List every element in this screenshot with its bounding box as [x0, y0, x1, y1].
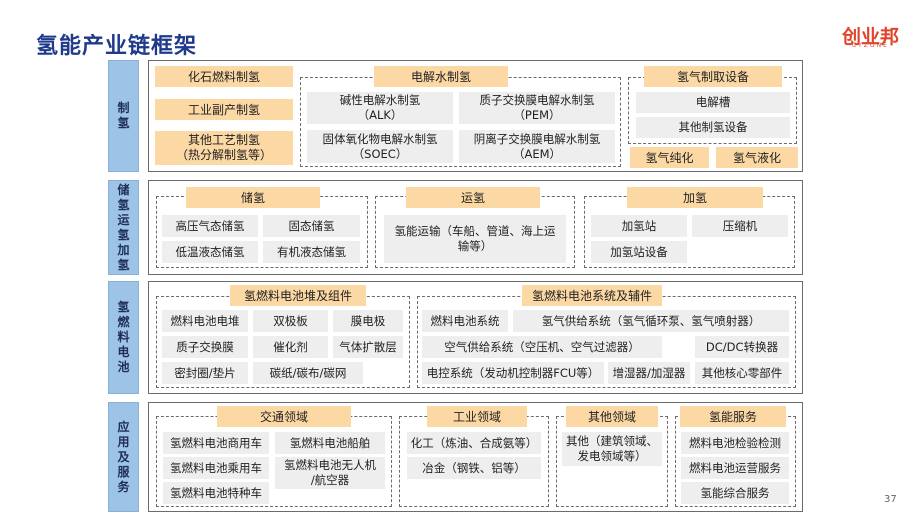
item-fc-stack: 燃料电池电堆	[162, 310, 248, 332]
item-air-supply: 空气供给系统（空压机、空气过滤器）	[422, 336, 662, 358]
page-title: 氢能产业链框架	[36, 34, 198, 59]
item-refuel-equipment: 加氢站设备	[591, 241, 687, 263]
item-pem: 质子交换膜电解水制氢 （PEM）	[459, 92, 615, 124]
item-industrial-byproduct: 工业副产制氢	[155, 99, 293, 120]
item-ship: 氢燃料电池船舶	[275, 432, 385, 454]
item-bipolar-plate: 双极板	[253, 310, 328, 332]
header-stack: 氢燃料电池堆及组件	[230, 285, 366, 306]
item-compressor: 压缩机	[692, 215, 788, 237]
item-low-temp-liquid: 低温液态储氢	[162, 241, 258, 263]
item-testing: 燃料电池检验检测	[681, 432, 789, 454]
item-integrated-service: 氢能综合服务	[681, 482, 789, 504]
item-refuel-station: 加氢站	[591, 215, 687, 237]
logo-subtitle: CYZONE	[852, 42, 889, 49]
item-soec: 固体氧化物电解水制氢 （SOEC）	[307, 130, 453, 163]
row-label-production: 制氢	[108, 60, 139, 172]
item-alk: 碱性电解水制氢 （ALK）	[307, 92, 453, 124]
logo: 创业邦	[842, 26, 900, 48]
item-fc-system: 燃料电池系统	[422, 310, 508, 332]
item-commercial-vehicle: 氢燃料电池商用车	[163, 432, 269, 454]
item-metallurgy: 冶金（钢铁、铝等）	[407, 457, 541, 479]
item-hydrogen-supply: 氢气供给系统（氢气循环泵、氢气喷射器）	[513, 310, 789, 332]
page-number: 37	[884, 494, 897, 505]
item-pem-membrane: 质子交换膜	[162, 336, 248, 358]
item-mea: 膜电极	[333, 310, 403, 332]
item-other-fields: 其他（建筑领域、 发电领域等）	[562, 432, 662, 466]
header-electrolysis: 电解水制氢	[374, 66, 508, 87]
header-service: 氢能服务	[680, 406, 786, 427]
item-other-process: 其他工艺制氢 （热分解制氢等）	[155, 131, 293, 165]
item-organic-liquid: 有机液态储氢	[263, 241, 360, 263]
item-special-vehicle: 氢燃料电池特种车	[163, 482, 269, 504]
item-fossil-hydrogen: 化石燃料制氢	[155, 66, 293, 87]
item-aem: 阴离子交换膜电解水制氢 （AEM）	[459, 130, 615, 163]
item-chemical: 化工（炼油、合成氨等）	[407, 432, 541, 454]
item-passenger-vehicle: 氢燃料电池乘用车	[163, 457, 269, 479]
header-industry: 工业领域	[427, 406, 527, 427]
item-other-core-parts: 其他核心零部件	[695, 362, 789, 384]
item-humidifier: 增湿器/加湿器	[608, 362, 690, 384]
item-solid-state: 固态储氢	[263, 215, 360, 237]
item-seal-gasket: 密封圈/垫片	[162, 362, 248, 384]
item-liquefaction: 氢气液化	[716, 147, 798, 168]
item-catalyst: 催化剂	[253, 336, 328, 358]
item-high-pressure-gas: 高压气态储氢	[162, 215, 258, 237]
item-hydrogen-transport: 氢能运输（车船、管道、海上运输等）	[384, 215, 566, 263]
header-refuel: 加氢	[627, 187, 763, 208]
header-transport: 运氢	[406, 187, 540, 208]
header-traffic: 交通领域	[217, 406, 351, 427]
item-operation: 燃料电池运营服务	[681, 457, 789, 479]
header-storage: 储氢	[186, 187, 320, 208]
item-other-equipment: 其他制氢设备	[636, 117, 790, 138]
header-other: 其他领域	[566, 406, 658, 427]
row-label-storage: 储氢运氢加氢	[108, 180, 139, 275]
row-label-fuelcell: 氢燃料电池	[108, 281, 139, 394]
item-gas-diffusion-layer: 气体扩散层	[333, 336, 403, 358]
item-carbon-paper: 碳纸/碳布/碳网	[253, 362, 363, 384]
item-purification: 氢气纯化	[630, 147, 709, 168]
item-electrolyzer: 电解槽	[636, 92, 790, 113]
item-dcdc: DC/DC转换器	[695, 336, 789, 358]
header-equipment: 氢气制取设备	[644, 66, 782, 87]
item-control-system: 电控系统（发动机控制器FCU等）	[422, 362, 604, 384]
row-label-application: 应用及服务	[108, 402, 139, 512]
header-system: 氢燃料电池系统及辅件	[522, 285, 662, 306]
item-drone-aircraft: 氢燃料电池无人机 /航空器	[275, 457, 385, 489]
